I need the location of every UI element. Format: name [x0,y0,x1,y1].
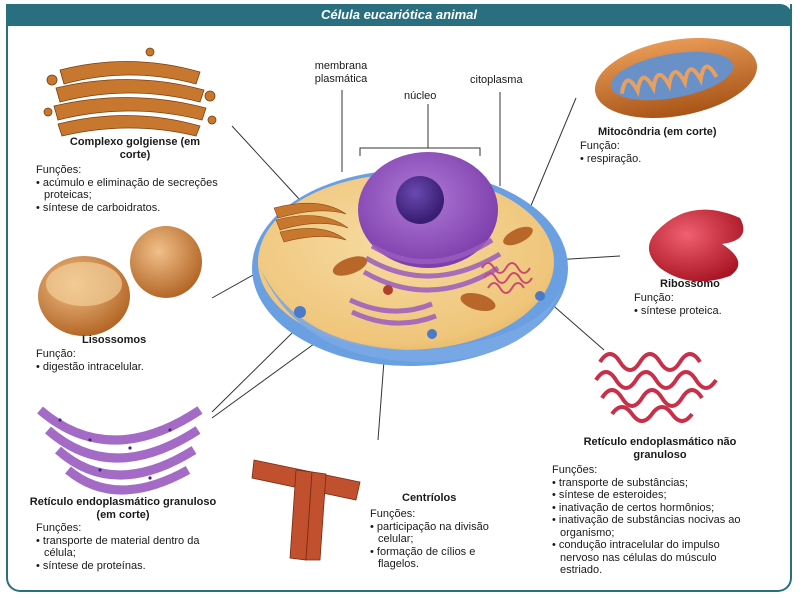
diagram-frame [6,4,792,592]
golgi-functions: Funções: acúmulo e eliminação de secreçõ… [36,164,222,214]
lisossomos-functions-label: Função: [36,348,76,360]
reg-function-item: transporte de material dentro da célula; [36,535,206,560]
mitocondria-functions-label: Função: [580,140,620,152]
diagram-title: Célula eucariótica animal [320,7,478,22]
rough-er-illustration [37,406,203,495]
centriolos-name: Centríolos [402,492,457,504]
golgi-function-item: acúmulo e eliminação de secreções protei… [36,177,222,202]
ribossomo-name: Ribossomo [660,278,720,290]
ren-function-item: condução intracelular do impulso nervoso… [552,539,760,577]
label-nucleo: núcleo [404,90,437,102]
lysosomes-illustration [38,226,202,336]
reg-function-item: síntese de proteínas. [36,560,206,573]
ren-functions: Funções: transporte de substâncias; sínt… [552,464,760,577]
mitocondria-functions: Função: respiração. [580,140,730,165]
golgi-name: Complexo golgiense (em corte) [69,136,201,161]
reg-functions: Funções: transporte de material dentro d… [36,522,206,572]
animal-cell [252,152,568,366]
lisossomos-functions: Função: digestão intracelular. [36,348,206,373]
centriolos-functions-label: Funções: [370,508,416,520]
ren-function-item: inativação de certos hormônios; [552,502,760,515]
centriolos-function-item: formação de cílios e flagelos. [370,546,500,571]
ribossomo-functions-label: Função: [634,292,674,304]
golgi-functions-label: Funções: [36,164,82,176]
mitocondria-function-item: respiração. [580,153,730,166]
ren-function-item: síntese de esteroides; [552,489,760,502]
ribossomo-functions: Função: síntese proteica. [634,292,774,317]
reg-functions-label: Funções: [36,522,82,534]
ren-name: Retículo endoplasmático não granuloso [583,436,737,461]
centriolos-functions: Funções: participação na divisão celular… [370,508,500,571]
lisossomos-name: Lisossomos [82,334,147,346]
centriolos-function-item: participação na divisão celular; [370,521,500,546]
ribosome-illustration [648,209,744,282]
lisossomos-function-item: digestão intracelular. [36,361,206,374]
golgi-illustration [43,47,217,137]
ren-functions-label: Funções: [552,464,598,476]
ren-function-item: transporte de substâncias; [552,477,760,490]
ren-function-item: inativação de substâncias nocivas ao org… [552,514,760,539]
mitochondrion-illustration [594,37,758,119]
ribossomo-function-item: síntese proteica. [634,305,774,318]
mitocondria-name: Mitocôndria (em corte) [598,126,717,138]
smooth-er-illustration [594,352,718,423]
label-citoplasma: citoplasma [470,74,523,86]
centrioles-illustration [251,459,361,561]
golgi-function-item: síntese de carboidratos. [36,202,222,215]
title-bar: Célula eucariótica animal [6,4,792,26]
reg-name: Retículo endoplasmático granuloso (em co… [29,496,217,521]
label-membrana-plasmatica: membrana plasmática [314,60,368,85]
